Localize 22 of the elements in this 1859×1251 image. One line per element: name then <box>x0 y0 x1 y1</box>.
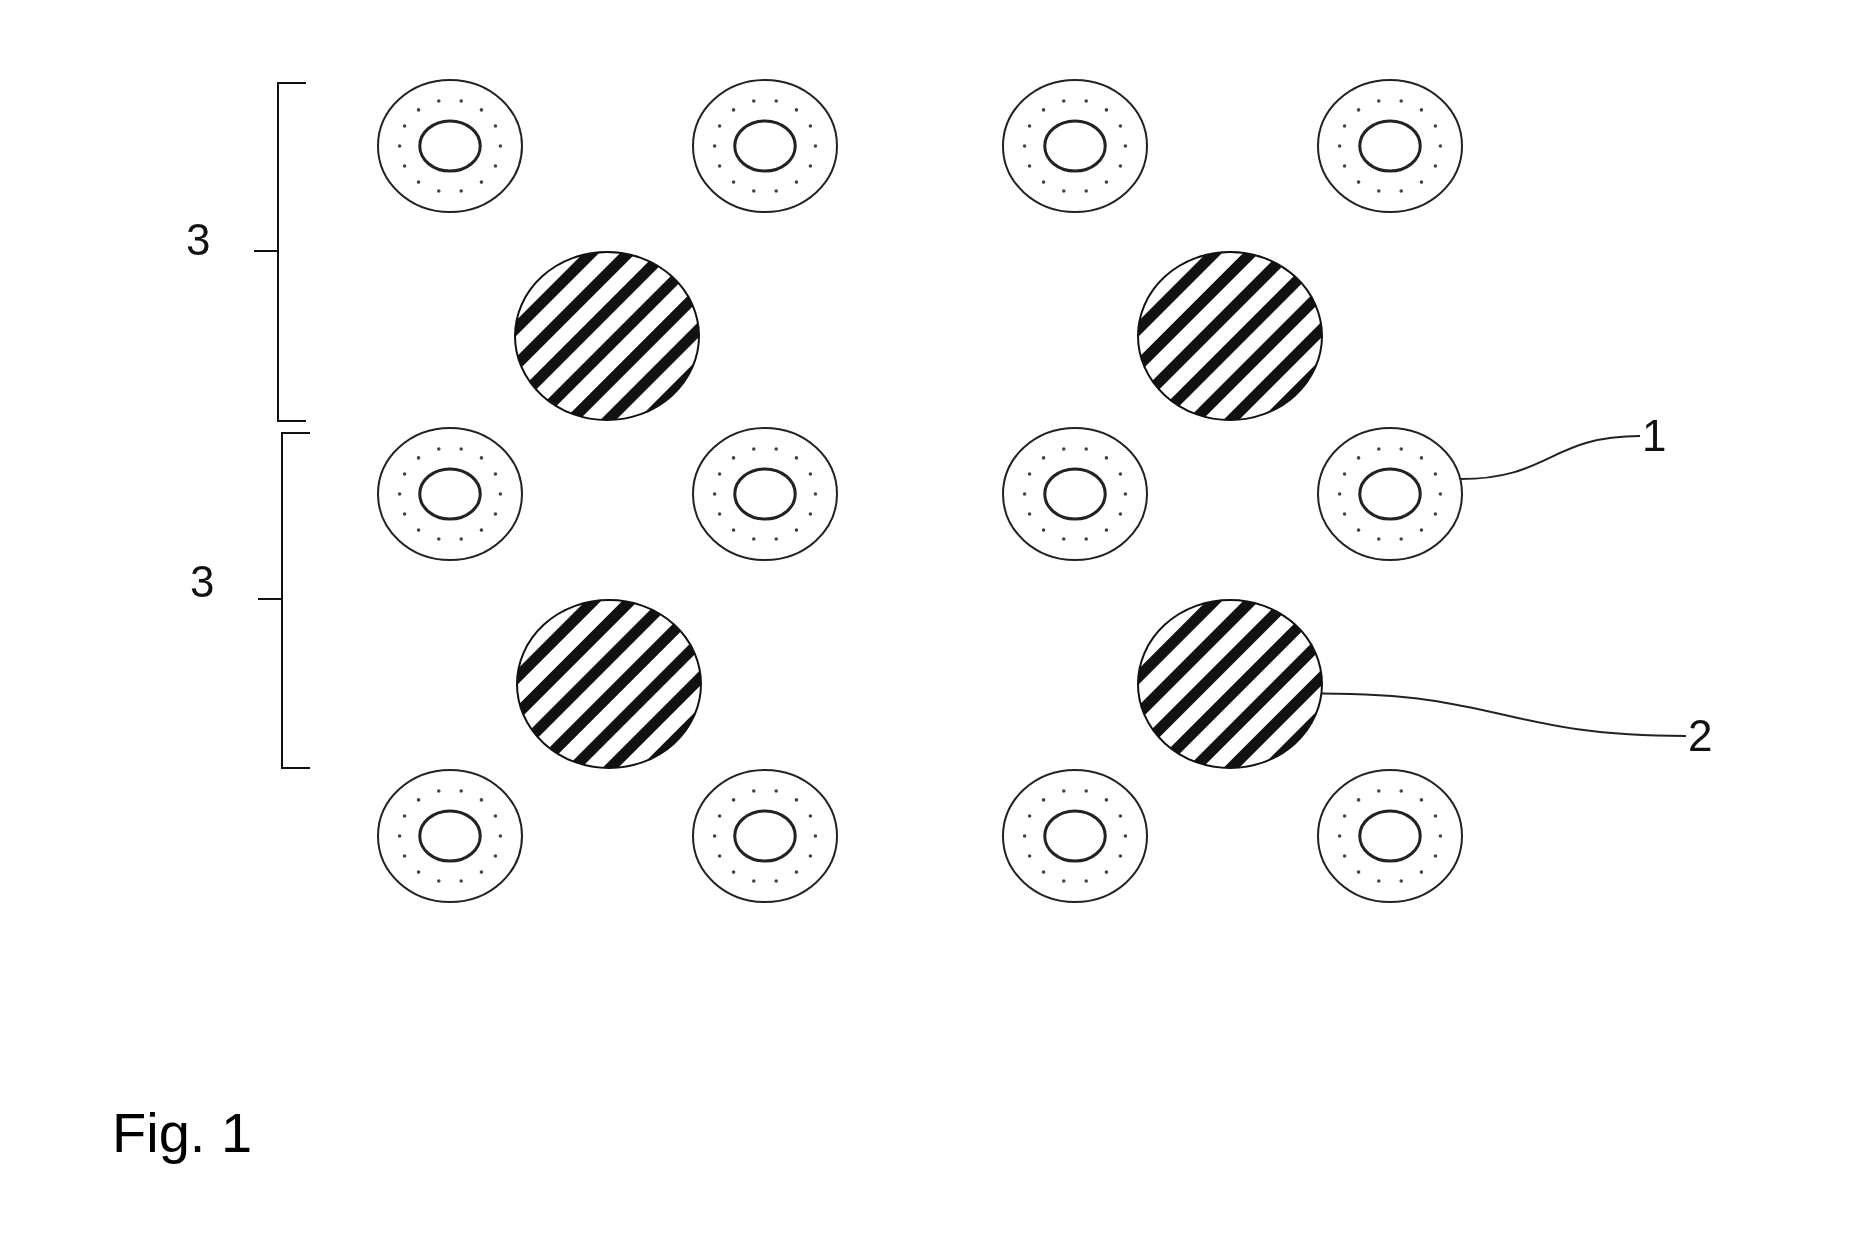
dotted-ring <box>1316 426 1464 562</box>
dotted-ring <box>1316 768 1464 904</box>
hatched-circle <box>1136 598 1324 770</box>
hatched-circle <box>515 598 703 770</box>
dotted-ring <box>691 768 839 904</box>
leader-line <box>1459 435 1641 481</box>
callout-number: 1 <box>1642 414 1667 458</box>
dotted-ring <box>1001 78 1149 214</box>
dotted-ring <box>1001 768 1149 904</box>
dotted-ring <box>376 426 524 562</box>
callout-number: 2 <box>1688 714 1713 758</box>
callout-number: 3 <box>190 560 215 604</box>
dotted-ring <box>376 78 524 214</box>
dotted-ring <box>376 768 524 904</box>
hatched-circle <box>513 250 701 422</box>
dotted-ring <box>1316 78 1464 214</box>
dotted-ring <box>691 78 839 214</box>
dotted-ring <box>1001 426 1149 562</box>
figure-caption: Fig. 1 <box>112 1100 253 1165</box>
callout-number: 3 <box>186 218 211 262</box>
hatched-circle <box>1136 250 1324 422</box>
dotted-ring <box>691 426 839 562</box>
